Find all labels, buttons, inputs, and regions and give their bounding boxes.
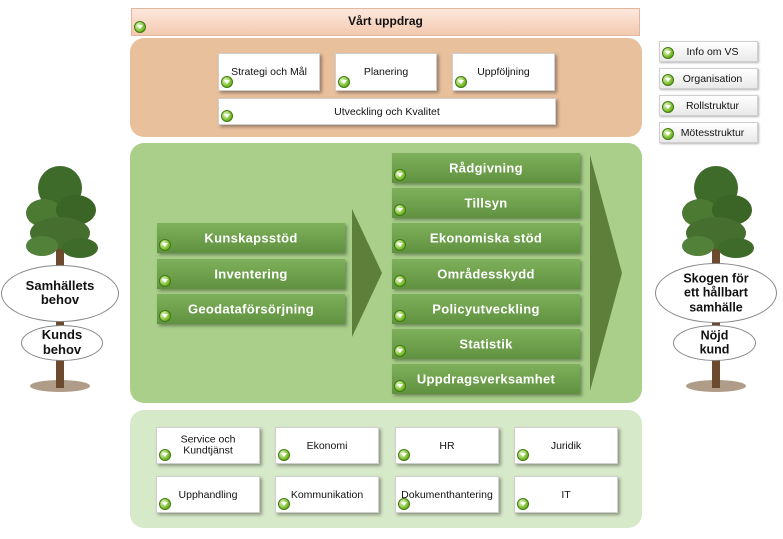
side-menu-motesstruktur[interactable]: Mötesstruktur <box>659 122 758 143</box>
gbox-label: Statistik <box>459 336 513 352</box>
arrow-right-large <box>590 155 622 391</box>
ellipse-label: Kunds behov <box>41 327 83 357</box>
gbox-label: Områdesskydd <box>437 266 535 282</box>
header-title: Vårt uppdrag <box>348 14 423 28</box>
green-arrow-icon[interactable] <box>159 275 171 287</box>
green-arrow-icon[interactable] <box>394 380 406 392</box>
green-arrow-icon[interactable] <box>394 239 406 251</box>
box-label: Service och Kundtjänst <box>180 432 236 457</box>
box-strategi[interactable]: Strategi och Mål <box>218 53 320 91</box>
gbox-policyutveckling[interactable]: Policyutveckling <box>392 294 580 324</box>
green-arrow-icon[interactable] <box>455 76 467 88</box>
green-arrow-icon[interactable] <box>394 310 406 322</box>
green-arrow-icon[interactable] <box>159 239 171 251</box>
box-uppfoljning[interactable]: Uppföljning <box>452 53 555 91</box>
box-upphandling[interactable]: Upphandling <box>156 476 260 513</box>
box-planering[interactable]: Planering <box>335 53 437 91</box>
box-label: HR <box>439 439 455 452</box>
green-arrow-icon[interactable] <box>134 21 146 33</box>
box-it[interactable]: IT <box>514 476 618 513</box>
side-menu-rollstruktur[interactable]: Rollstruktur <box>659 95 758 116</box>
gbox-label: Inventering <box>214 266 288 282</box>
green-arrow-icon[interactable] <box>517 449 529 461</box>
gbox-uppdragsverksamhet[interactable]: Uppdragsverksamhet <box>392 364 580 394</box>
box-ekonomi[interactable]: Ekonomi <box>275 427 379 464</box>
box-label: Juridik <box>550 439 582 452</box>
gbox-statistik[interactable]: Statistik <box>392 329 580 359</box>
side-menu-label: Organisation <box>682 72 743 85</box>
box-kommunikation[interactable]: Kommunikation <box>275 476 379 513</box>
green-arrow-icon[interactable] <box>278 449 290 461</box>
box-label: Planering <box>363 66 409 78</box>
box-label: Utveckling och Kvalitet <box>334 105 440 118</box>
box-dokumenthantering[interactable]: Dokumenthantering <box>395 476 499 513</box>
green-arrow-icon[interactable] <box>662 128 674 140</box>
box-hr[interactable]: HR <box>395 427 499 464</box>
green-arrow-icon[interactable] <box>221 76 233 88</box>
ellipse-kunds-behov: Kunds behov <box>21 325 103 361</box>
gbox-geodata[interactable]: Geodataförsörjning <box>157 294 345 324</box>
green-arrow-icon[interactable] <box>398 498 410 510</box>
side-menu-organisation[interactable]: Organisation <box>659 68 758 89</box>
gbox-label: Ekonomiska stöd <box>429 230 543 246</box>
green-arrow-icon[interactable] <box>159 449 171 461</box>
green-arrow-icon[interactable] <box>159 310 171 322</box>
box-label: IT <box>561 488 571 501</box>
ellipse-label: Skogen för ett hållbart samhälle <box>683 271 749 315</box>
green-arrow-icon[interactable] <box>662 74 674 86</box>
gbox-omradesskydd[interactable]: Områdesskydd <box>392 259 580 289</box>
gbox-radgivning[interactable]: Rådgivning <box>392 153 580 183</box>
box-service[interactable]: Service och Kundtjänst <box>156 427 260 464</box>
box-label: Kommunikation <box>290 488 364 501</box>
green-arrow-icon[interactable] <box>517 498 529 510</box>
box-label: Dokumenthantering <box>401 488 493 501</box>
gbox-inventering[interactable]: Inventering <box>157 259 345 289</box>
side-menu-label: Rollstruktur <box>685 99 740 112</box>
box-label: Uppföljning <box>477 66 530 78</box>
green-arrow-icon[interactable] <box>338 76 350 88</box>
box-label: Strategi och Mål <box>231 66 307 78</box>
green-arrow-icon[interactable] <box>394 275 406 287</box>
ellipse-skogen: Skogen för ett hållbart samhälle <box>655 263 777 323</box>
green-arrow-icon[interactable] <box>398 449 410 461</box>
box-label: Upphandling <box>178 488 238 501</box>
green-arrow-icon[interactable] <box>394 204 406 216</box>
ellipse-label: Samhällets behov <box>25 277 95 308</box>
side-menu-label: Info om VS <box>686 45 739 58</box>
gbox-label: Rådgivning <box>449 160 523 176</box>
ellipse-samhallets-behov: Samhällets behov <box>1 265 119 322</box>
box-juridik[interactable]: Juridik <box>514 427 618 464</box>
side-menu-info[interactable]: Info om VS <box>659 41 758 62</box>
gbox-ekonomiska-stod[interactable]: Ekonomiska stöd <box>392 223 580 253</box>
box-label: Ekonomi <box>306 439 348 452</box>
gbox-kunskapsstod[interactable]: Kunskapsstöd <box>157 223 345 253</box>
gbox-tillsyn[interactable]: Tillsyn <box>392 188 580 218</box>
green-arrow-icon[interactable] <box>278 498 290 510</box>
side-menu-label: Mötesstruktur <box>680 126 745 139</box>
green-arrow-icon[interactable] <box>221 110 233 122</box>
green-arrow-icon[interactable] <box>159 498 171 510</box>
gbox-label: Policyutveckling <box>432 301 540 317</box>
ellipse-nojd-kund: Nöjd kund <box>673 325 756 361</box>
gbox-label: Tillsyn <box>464 195 508 211</box>
ellipse-label: Nöjd kund <box>699 328 730 357</box>
box-utveckling[interactable]: Utveckling och Kvalitet <box>218 98 556 125</box>
gbox-label: Geodataförsörjning <box>187 301 315 317</box>
arrow-right-small <box>352 209 382 337</box>
header-bar[interactable]: Vårt uppdrag <box>131 8 640 36</box>
green-arrow-icon[interactable] <box>662 101 674 113</box>
gbox-label: Uppdragsverksamhet <box>416 371 556 387</box>
green-arrow-icon[interactable] <box>394 345 406 357</box>
green-arrow-icon[interactable] <box>394 169 406 181</box>
gbox-label: Kunskapsstöd <box>204 230 298 246</box>
green-arrow-icon[interactable] <box>662 47 674 59</box>
